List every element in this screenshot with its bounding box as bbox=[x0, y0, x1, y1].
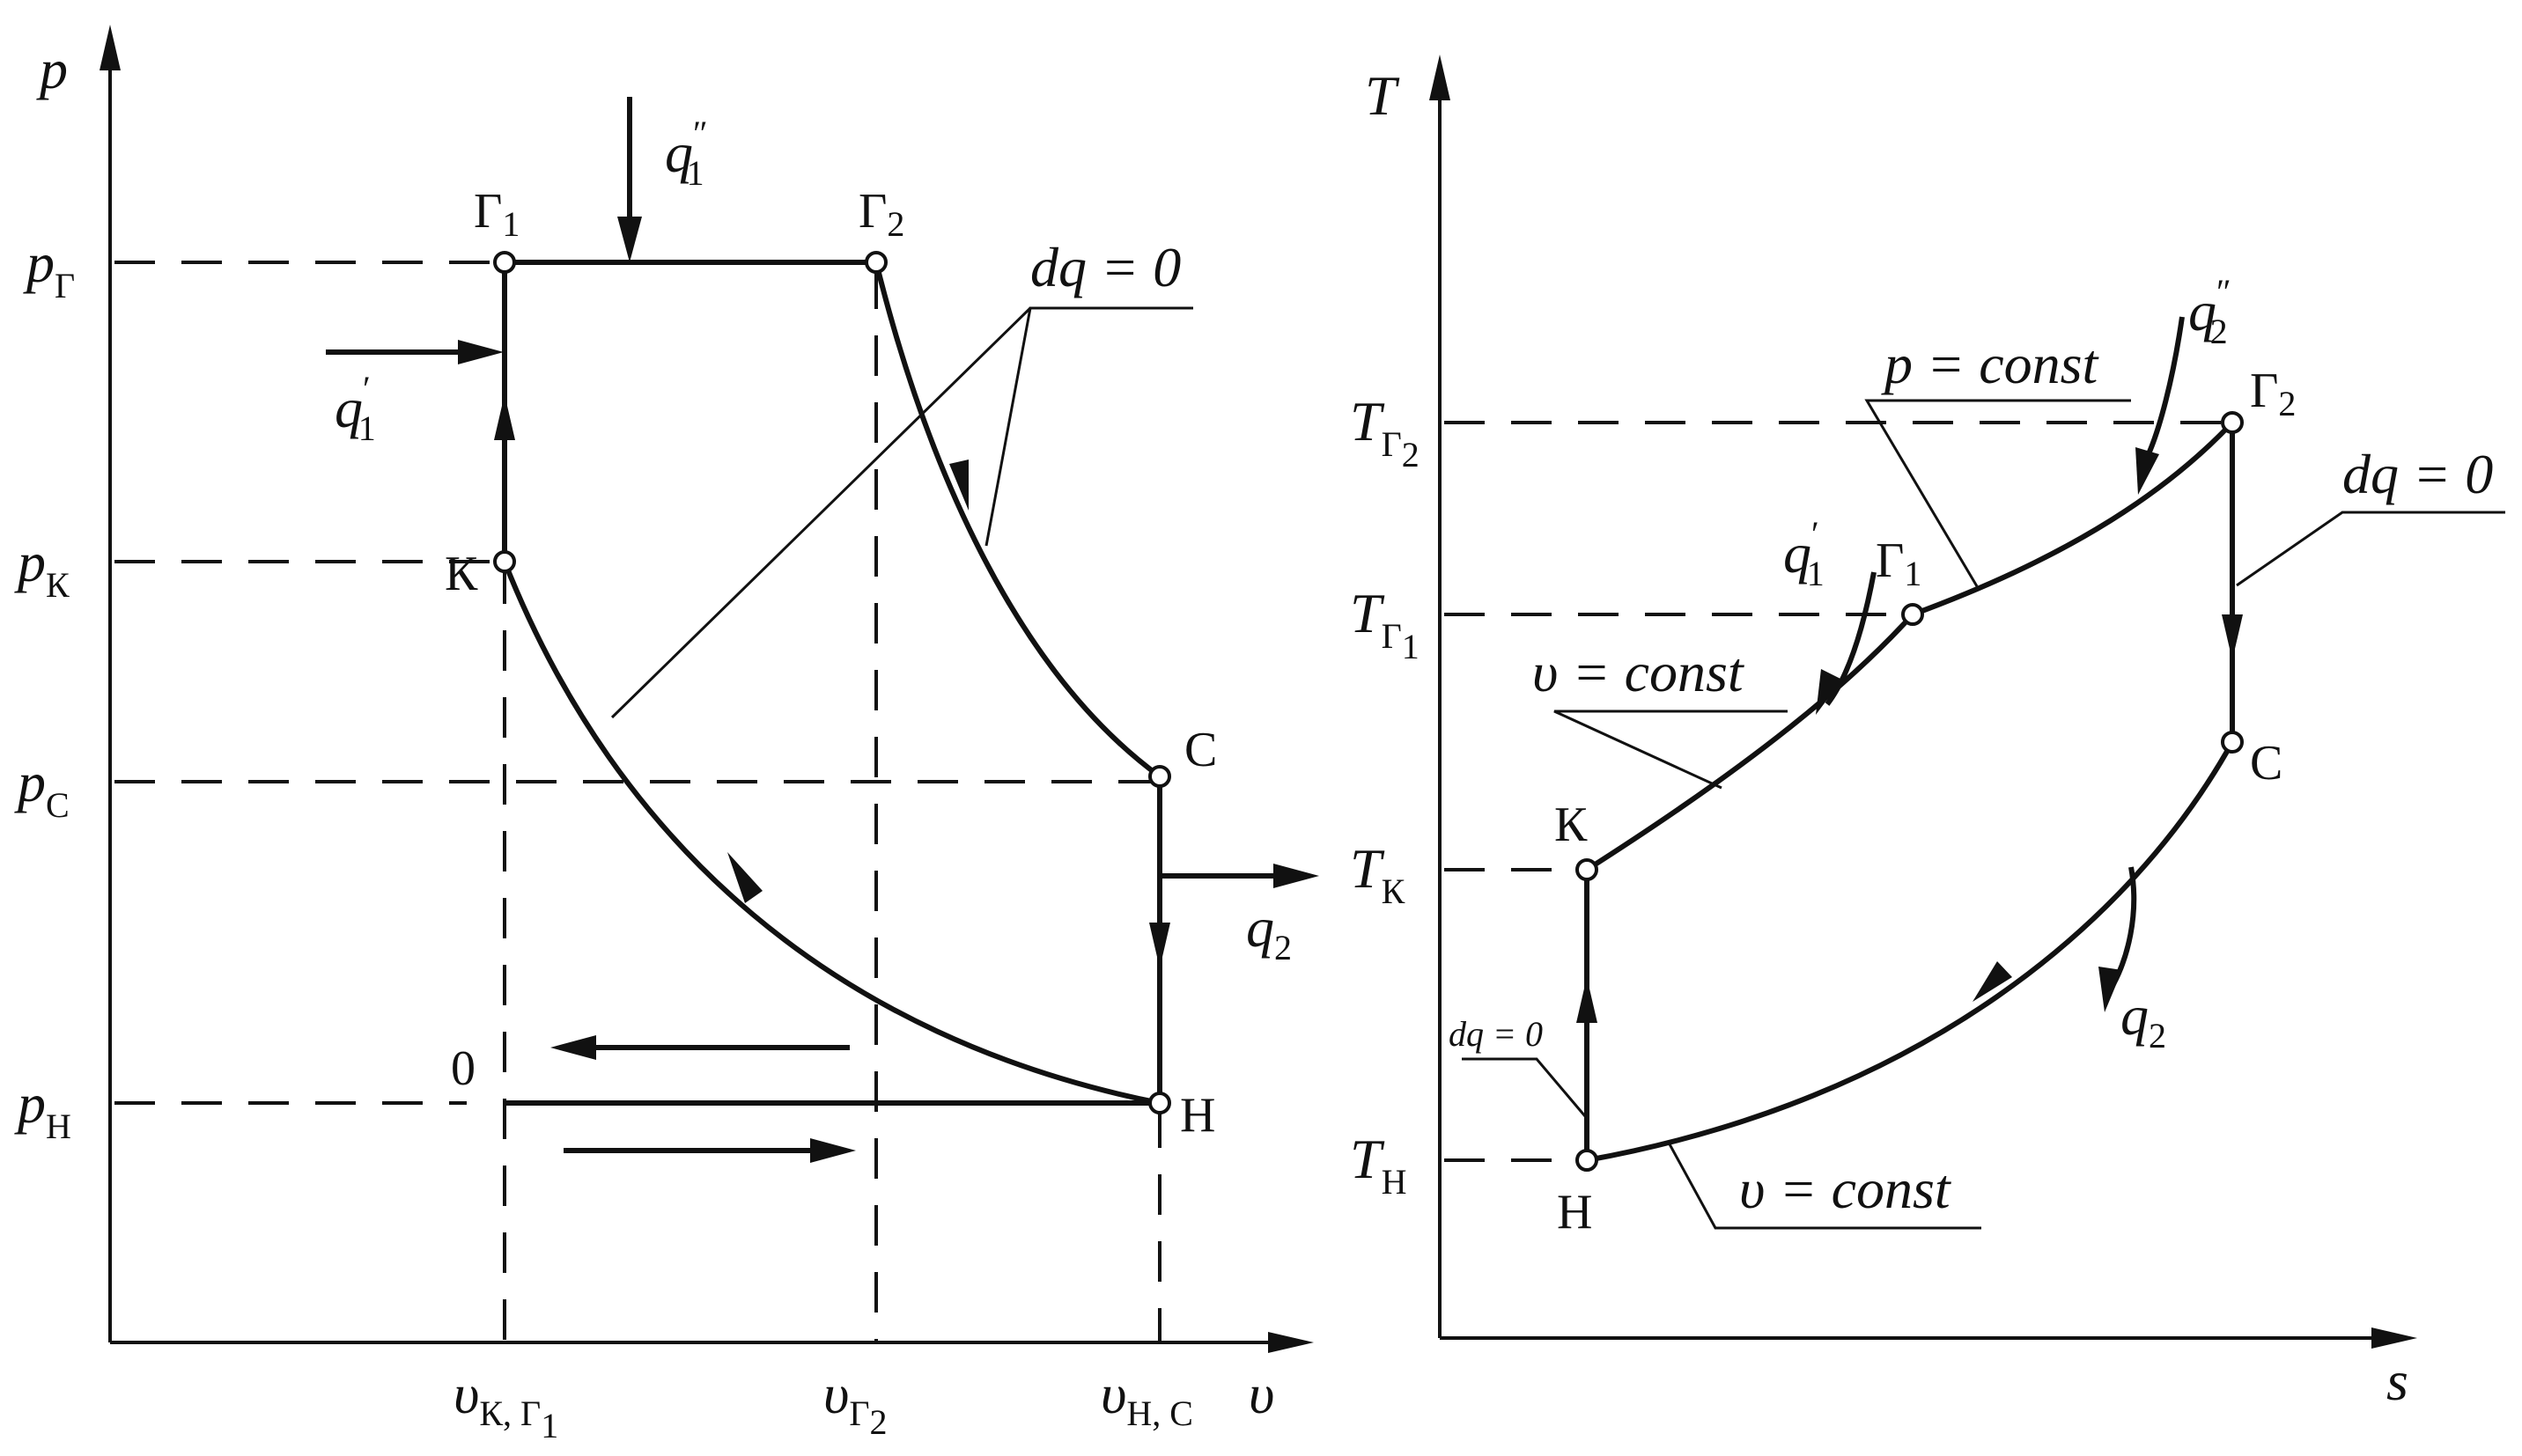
pv-p-axis-arrow-icon bbox=[100, 25, 121, 70]
pv-point-H bbox=[1148, 1092, 1171, 1114]
ts-text-C: С bbox=[2250, 736, 2282, 791]
pv-arrow-up-icon bbox=[494, 394, 515, 440]
pv-text-K: К bbox=[445, 547, 478, 601]
ts-arrow-up-icon bbox=[1576, 977, 1597, 1023]
pv-label-dq0: dq = 0 bbox=[1030, 236, 1181, 298]
pv-p-axis-label: p bbox=[36, 38, 68, 100]
pv-point-K bbox=[493, 550, 516, 573]
ts-isochore-bottom-leader bbox=[1667, 1142, 1981, 1230]
ts-point-G2 bbox=[2221, 411, 2244, 434]
pv-label-q1pp: q″1 bbox=[665, 114, 708, 193]
pv-point-G1 bbox=[493, 251, 516, 274]
pv-arrow-adiabat-icon bbox=[949, 460, 969, 511]
pv-v-axis-label: υ bbox=[1249, 1363, 1274, 1425]
ts-q2pp-line bbox=[2144, 316, 2185, 460]
ts-point-K bbox=[1575, 858, 1598, 881]
pv-text-G1: Г1 bbox=[474, 184, 520, 244]
pv-arrow-compression-icon bbox=[727, 852, 763, 903]
pv-q1p-arrow-icon bbox=[458, 340, 504, 364]
ts-label-isochore-bottom: υ = const bbox=[1739, 1158, 1952, 1220]
ts-arrow-down-icon bbox=[2222, 614, 2243, 660]
pv-label-vKG1: υК, Г1 bbox=[454, 1363, 558, 1445]
pv-point-C bbox=[1148, 765, 1171, 788]
pv-label-pG: pГ bbox=[23, 232, 75, 305]
ts-label-q2pp: q″2 bbox=[2188, 272, 2231, 351]
ts-label-q2: q2 bbox=[2120, 984, 2166, 1055]
pv-q2-arrow-icon bbox=[1273, 864, 1319, 888]
ts-T-axis-label: T bbox=[1365, 64, 1400, 127]
pv-text-G2: Г2 bbox=[859, 184, 904, 244]
pv-dq0-leader-2 bbox=[610, 306, 1032, 719]
pv-dq0-leader-1 bbox=[984, 306, 1193, 547]
pv-label-q2: q2 bbox=[1246, 896, 1292, 967]
ts-s-axis-label: s bbox=[2386, 1349, 2408, 1412]
ts-text-G1: Г1 bbox=[1876, 533, 1921, 593]
pv-v-axis-arrow-icon bbox=[1268, 1332, 1314, 1353]
ts-label-dq0-left: dq = 0 bbox=[1449, 1014, 1543, 1054]
pv-label-pH: pН bbox=[14, 1072, 71, 1146]
ts-label-isobar: p = const bbox=[1881, 333, 2100, 395]
ts-arrow-isochore-icon bbox=[1973, 961, 2012, 1002]
pv-exhaust-arrow-icon bbox=[550, 1035, 596, 1060]
ts-label-isochore-top: υ = const bbox=[1532, 641, 1745, 703]
ts-q2pp-arrow-icon bbox=[2135, 447, 2159, 495]
ts-label-TG2: TГ2 bbox=[1350, 390, 1420, 474]
pv-intake-arrow-icon bbox=[810, 1138, 856, 1163]
ts-point-H bbox=[1575, 1149, 1598, 1172]
ts-q1p-line bbox=[1825, 571, 1877, 706]
pv-q1pp-arrow-icon bbox=[617, 217, 642, 262]
ts-q2-arrow-icon bbox=[2098, 967, 2122, 1012]
pv-text-O: 0 bbox=[451, 1041, 476, 1096]
ts-dq0-right-leader bbox=[2236, 511, 2505, 587]
pv-point-G2 bbox=[865, 251, 888, 274]
ts-label-dq0-right: dq = 0 bbox=[2342, 443, 2493, 505]
ts-label-TH: TН bbox=[1350, 1128, 1406, 1202]
pv-label-q1p: q′1 bbox=[335, 369, 376, 448]
ts-text-K: К bbox=[1554, 798, 1588, 852]
pv-label-vHC: υН, С bbox=[1101, 1363, 1193, 1433]
ts-isobar-leader bbox=[1864, 399, 2131, 587]
ts-isochore-top-leader bbox=[1553, 710, 1788, 790]
ts-T-axis-arrow-icon bbox=[1429, 55, 1450, 100]
ts-s-axis-arrow-icon bbox=[2371, 1327, 2417, 1349]
pv-adiabat-G2-C bbox=[874, 261, 1161, 779]
ts-isochore-C-H bbox=[1586, 740, 2235, 1163]
ts-label-TG1: TГ1 bbox=[1350, 582, 1420, 666]
ts-point-C bbox=[2221, 731, 2244, 754]
pv-adiabat-H-K bbox=[502, 560, 1161, 1106]
pv-label-pK: pК bbox=[14, 531, 70, 605]
pv-arrow-down-icon bbox=[1149, 923, 1170, 968]
pv-diagram: p υ pГ pК pС pН υК, Г1 υГ2 υН, С Г1 Г2 К… bbox=[14, 25, 1319, 1445]
ts-text-H: Н bbox=[1557, 1185, 1592, 1239]
pv-text-H: Н bbox=[1180, 1088, 1215, 1143]
pv-text-C: С bbox=[1184, 723, 1217, 777]
pv-label-vG2: υГ2 bbox=[823, 1363, 888, 1442]
ts-isochore-K-G1 bbox=[1585, 612, 1915, 872]
ts-diagram: T s TГ2 TГ1 TК TН Г2 Г1 К С Н q″2 q′1 q2… bbox=[1350, 55, 2505, 1412]
ts-q2-line bbox=[2111, 866, 2137, 986]
ts-dq0-left-leader bbox=[1462, 1057, 1587, 1117]
ts-isobar-G1-G2 bbox=[1911, 420, 2235, 617]
ts-label-TK: TК bbox=[1350, 837, 1405, 911]
ts-q1p-arrow-icon bbox=[1816, 669, 1842, 715]
ts-point-G1 bbox=[1901, 603, 1924, 626]
ts-text-G2: Г2 bbox=[2250, 364, 2296, 423]
ts-label-q1p: q′1 bbox=[1783, 514, 1825, 593]
pv-label-pC: pС bbox=[14, 751, 70, 825]
